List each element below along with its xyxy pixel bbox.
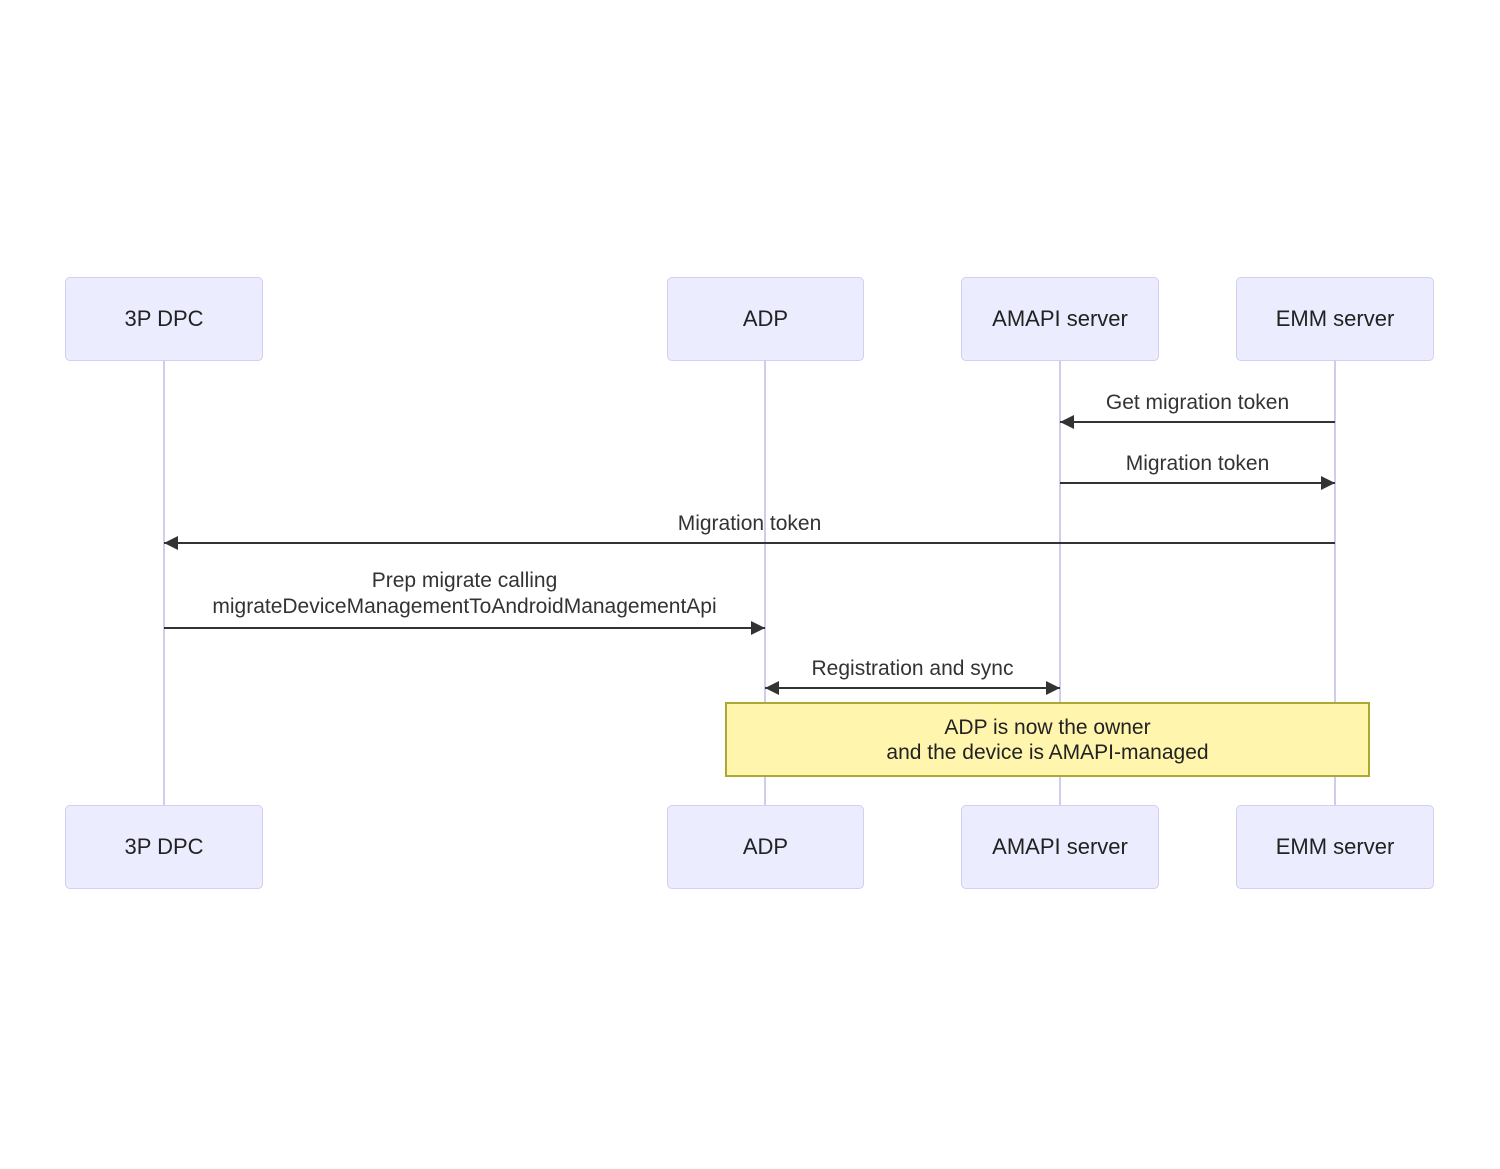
actor-label: AMAPI server [992,834,1128,859]
message-arrow-migration-token-to-dpc [164,536,1335,550]
arrowhead-right-icon [1321,476,1335,490]
arrowhead-right-icon [1046,681,1060,695]
actor-top-amapi-server: AMAPI server [961,277,1159,361]
note-adp-owner: ADP is now the owner and the device is A… [725,702,1370,777]
actor-bottom-3p-dpc: 3P DPC [65,805,263,889]
arrowhead-right-icon [751,621,765,635]
actor-top-emm-server: EMM server [1236,277,1434,361]
actor-label: 3P DPC [124,834,204,859]
actor-top-adp: ADP [667,277,864,361]
arrowhead-left-icon [1060,415,1074,429]
arrowhead-left-icon [765,681,779,695]
message-label-get-migration-token: Get migration token [1105,391,1290,414]
message-label-line: Prep migrate calling [371,569,558,592]
message-label-migration-token-to-dpc: Migration token [677,512,822,535]
message-arrow-get-migration-token [1060,415,1335,429]
message-label-prep-migrate: Prep migrate calling migrateDeviceManage… [164,568,765,620]
actor-bottom-adp: ADP [667,805,864,889]
lifeline-adp [764,361,766,805]
message-label-line: migrateDeviceManagementToAndroidManageme… [212,595,717,618]
message-arrow-migration-token-to-emm [1060,476,1335,490]
actor-bottom-amapi-server: AMAPI server [961,805,1159,889]
message-arrow-registration-and-sync [765,681,1060,695]
lifeline-amapi-server [1059,361,1061,805]
actor-label: 3P DPC [124,306,204,331]
note-line: and the device is AMAPI-managed [886,740,1209,764]
actor-label: ADP [742,834,789,859]
message-label-migration-token-to-emm: Migration token [1125,452,1270,475]
arrowhead-left-icon [164,536,178,550]
actor-label: ADP [742,306,789,331]
actor-label: EMM server [1275,306,1395,331]
lifeline-emm-server [1334,361,1336,805]
actor-top-3p-dpc: 3P DPC [65,277,263,361]
message-arrow-prep-migrate [164,621,765,635]
lifeline-3p-dpc [163,361,165,805]
actor-bottom-emm-server: EMM server [1236,805,1434,889]
message-label-registration-and-sync: Registration and sync [811,657,1014,680]
actor-label: EMM server [1275,834,1395,859]
actor-label: AMAPI server [992,306,1128,331]
note-line: ADP is now the owner [944,715,1151,739]
